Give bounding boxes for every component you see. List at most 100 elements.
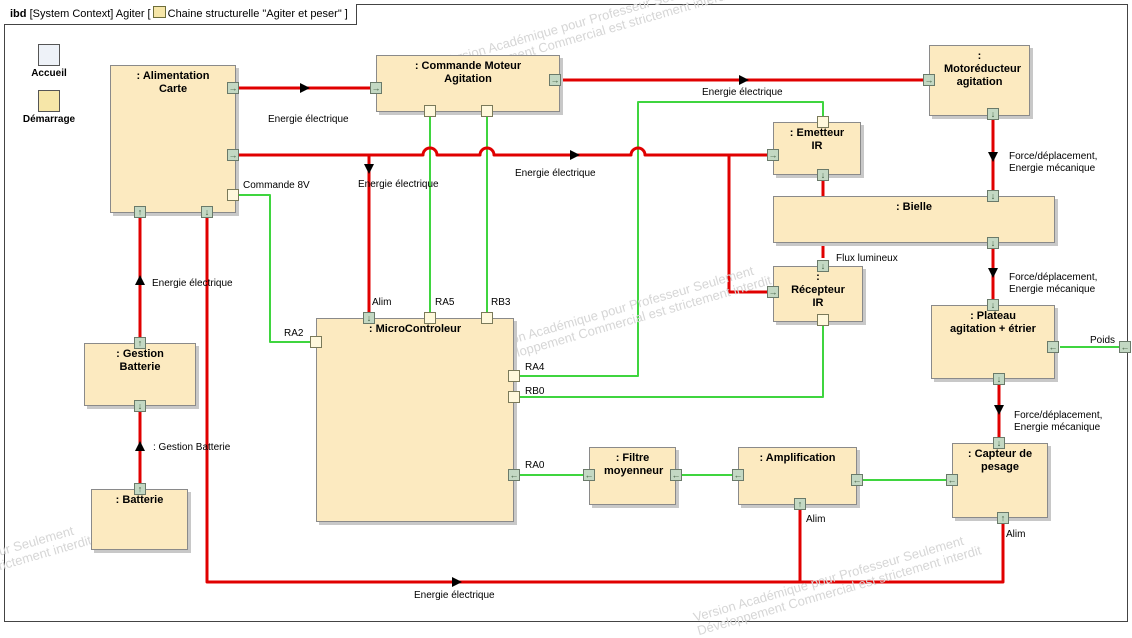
block-motoreducteur[interactable]: : Motoréducteur agitation xyxy=(929,45,1030,116)
structure-icon xyxy=(152,6,166,18)
label-energie: Energie électrique xyxy=(152,278,233,289)
port-recepteur-signal[interactable] xyxy=(817,314,829,326)
port-out-icon[interactable]: ← xyxy=(670,469,682,481)
port-ra4[interactable] xyxy=(508,370,520,382)
diagram-icon xyxy=(38,44,60,66)
diagram-context: [System Context] Agiter [ xyxy=(29,8,151,20)
block-plateau-agitation[interactable]: : Plateau agitation + étrier xyxy=(931,305,1055,379)
port-rb3[interactable] xyxy=(481,312,493,324)
label-alim: Alim xyxy=(806,514,826,525)
block-title: : Alimentation Carte xyxy=(136,70,210,95)
block-emetteur-ir[interactable]: : Emetteur IR xyxy=(773,122,861,175)
label-force: Force/déplacement, Energie mécanique xyxy=(1014,410,1103,433)
port-in-icon[interactable]: ↓ xyxy=(987,190,999,202)
port-in-icon[interactable]: ↓ xyxy=(987,299,999,311)
block-title: : Commande Moteur Agitation xyxy=(414,60,522,85)
port-out-icon[interactable]: ↑ xyxy=(134,483,146,495)
port-rb3-out[interactable] xyxy=(481,105,493,117)
block-title: : Capteur de pesage xyxy=(967,448,1033,473)
label-ra4: RA4 xyxy=(525,362,545,373)
port-out-icon[interactable]: ↓ xyxy=(987,108,999,120)
block-title: : Gestion Batterie xyxy=(116,348,164,373)
label-ra5: RA5 xyxy=(435,297,455,308)
start-diagram-icon xyxy=(38,90,60,112)
port-ra5-out[interactable] xyxy=(424,105,436,117)
block-batterie[interactable]: : Batterie xyxy=(91,489,188,550)
port-rb0[interactable] xyxy=(508,391,520,403)
label-ra2: RA2 xyxy=(284,328,304,339)
port-in-icon[interactable]: → xyxy=(923,74,935,86)
block-bielle[interactable]: : Bielle xyxy=(773,196,1055,243)
home-label: Accueil xyxy=(31,68,67,79)
port-in-icon[interactable]: → xyxy=(767,149,779,161)
port-out-icon[interactable]: ↑ xyxy=(134,337,146,349)
label-energie: Energie électrique xyxy=(268,114,349,125)
port-in-icon[interactable]: → xyxy=(370,82,382,94)
port-out-icon[interactable]: → xyxy=(227,149,239,161)
block-title: : MicroControleur xyxy=(368,323,462,335)
port-out-icon[interactable]: ↓ xyxy=(817,169,829,181)
label-energie: Energie électrique xyxy=(414,590,495,601)
port-in-icon[interactable]: → xyxy=(767,286,779,298)
port-emetteur-signal[interactable] xyxy=(817,116,829,128)
port-ra5[interactable] xyxy=(424,312,436,324)
home-shortcut[interactable]: Accueil xyxy=(24,44,74,79)
port-alim-icon[interactable]: ↓ xyxy=(363,312,375,324)
port-alim-icon[interactable]: ↑ xyxy=(794,498,806,510)
label-energie: Energie électrique xyxy=(702,87,783,98)
block-title: : Bielle xyxy=(895,201,933,213)
block-title: : Batterie xyxy=(115,494,164,506)
label-rb0: RB0 xyxy=(525,386,545,397)
flow-arrow xyxy=(994,405,1004,415)
port-in-icon[interactable]: ↓ xyxy=(993,437,1005,449)
label-commande-8v: Commande 8V xyxy=(243,180,310,191)
block-title: : Filtre moyenneur xyxy=(604,452,664,477)
block-title: : Récepteur IR xyxy=(791,271,845,309)
port-out-icon[interactable]: ← xyxy=(946,474,958,486)
block-amplification[interactable]: : Amplification xyxy=(738,447,857,505)
port-in-icon[interactable]: ← xyxy=(732,469,744,481)
flow-arrow xyxy=(364,164,374,174)
flow-arrow xyxy=(452,577,462,587)
flow-arrow xyxy=(135,441,145,451)
connector-ra4-emetteur xyxy=(514,101,824,377)
port-commande-8v[interactable] xyxy=(227,189,239,201)
block-microcontroleur[interactable]: : MicroControleur xyxy=(316,318,514,522)
port-in-icon[interactable]: ↓ xyxy=(134,400,146,412)
label-force: Force/déplacement, Energie mécanique xyxy=(1009,151,1098,174)
label-alim: Alim xyxy=(1006,529,1026,540)
connector-alim-recepteur xyxy=(727,155,772,294)
label-energie: Energie électrique xyxy=(515,168,596,179)
port-out-icon[interactable]: ← xyxy=(851,474,863,486)
port-out-icon[interactable]: ↓ xyxy=(987,237,999,249)
port-in-icon[interactable]: ← xyxy=(1047,341,1059,353)
diagram-frame xyxy=(4,4,1128,622)
block-filtre-moyenneur[interactable]: : Filtre moyenneur xyxy=(589,447,676,505)
label-rb3: RB3 xyxy=(491,297,511,308)
block-recepteur-ir[interactable]: : Récepteur IR xyxy=(773,266,863,322)
block-gestion-batterie[interactable]: : Gestion Batterie xyxy=(84,343,196,406)
port-out-icon[interactable]: → xyxy=(549,74,561,86)
port-in-icon[interactable]: ↑ xyxy=(134,206,146,218)
block-title: : Plateau agitation + étrier xyxy=(950,310,1036,335)
port-out-icon[interactable]: ↓ xyxy=(993,373,1005,385)
block-commande-moteur-agitation[interactable]: : Commande Moteur Agitation xyxy=(376,55,560,112)
label-energie: Energie électrique xyxy=(358,179,439,190)
label-poids: Poids xyxy=(1090,335,1116,346)
port-ra2[interactable] xyxy=(310,336,322,348)
port-poids-icon[interactable]: ← xyxy=(1119,341,1131,353)
start-shortcut[interactable]: Démarrage xyxy=(18,90,80,125)
port-in-icon[interactable]: ↓ xyxy=(817,260,829,272)
diagram-kind: ibd xyxy=(10,8,27,20)
block-title: : Emetteur IR xyxy=(789,127,845,152)
start-label: Démarrage xyxy=(22,114,76,125)
block-alimentation-carte[interactable]: : Alimentation Carte xyxy=(110,65,236,213)
label-ra0: RA0 xyxy=(525,460,545,471)
port-in-icon[interactable]: ← xyxy=(583,469,595,481)
block-capteur-pesage[interactable]: : Capteur de pesage xyxy=(952,443,1048,518)
port-out-icon[interactable]: ↓ xyxy=(201,206,213,218)
port-alim-icon[interactable]: ↑ xyxy=(997,512,1009,524)
port-ra0-icon[interactable]: ← xyxy=(508,469,520,481)
port-out-icon[interactable]: → xyxy=(227,82,239,94)
connector-alim-bottom-bus xyxy=(205,212,1005,584)
